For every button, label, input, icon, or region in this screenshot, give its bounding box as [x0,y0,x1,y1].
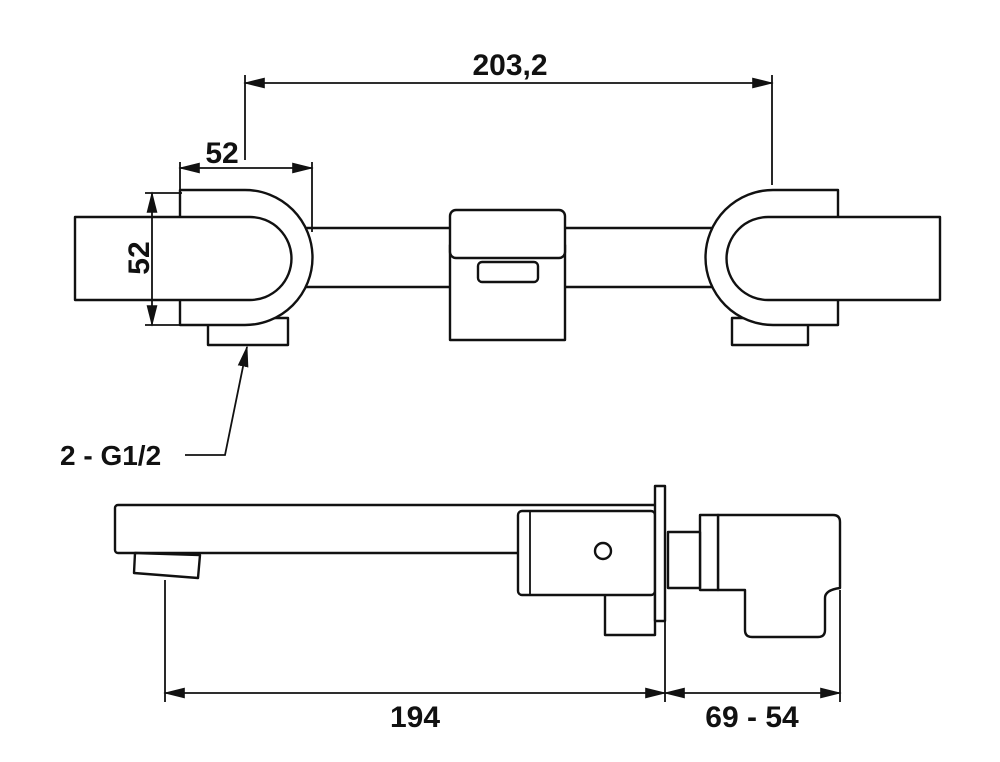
dim-center-distance: 203,2 [472,49,547,82]
wall-plate [653,484,667,623]
dim-handle-height: 52 [123,241,156,274]
dim-spout-length: 194 [390,701,440,734]
spout-aerator [132,551,202,580]
dim-wall-depth: 69 - 54 [705,701,799,734]
top-view: 203,2 52 52 2 - G1/2 [60,49,942,471]
aerator [476,260,540,284]
dim-handle-width: 52 [205,137,238,170]
connection-label: 2 - G1/2 [60,440,161,471]
body-left [516,509,657,637]
right-handle [704,188,942,347]
spout-top [448,208,567,342]
handle-side [666,513,842,639]
left-handle [73,188,314,347]
set-screw [593,541,613,561]
side-view: 194 69 - 54 [113,484,842,734]
